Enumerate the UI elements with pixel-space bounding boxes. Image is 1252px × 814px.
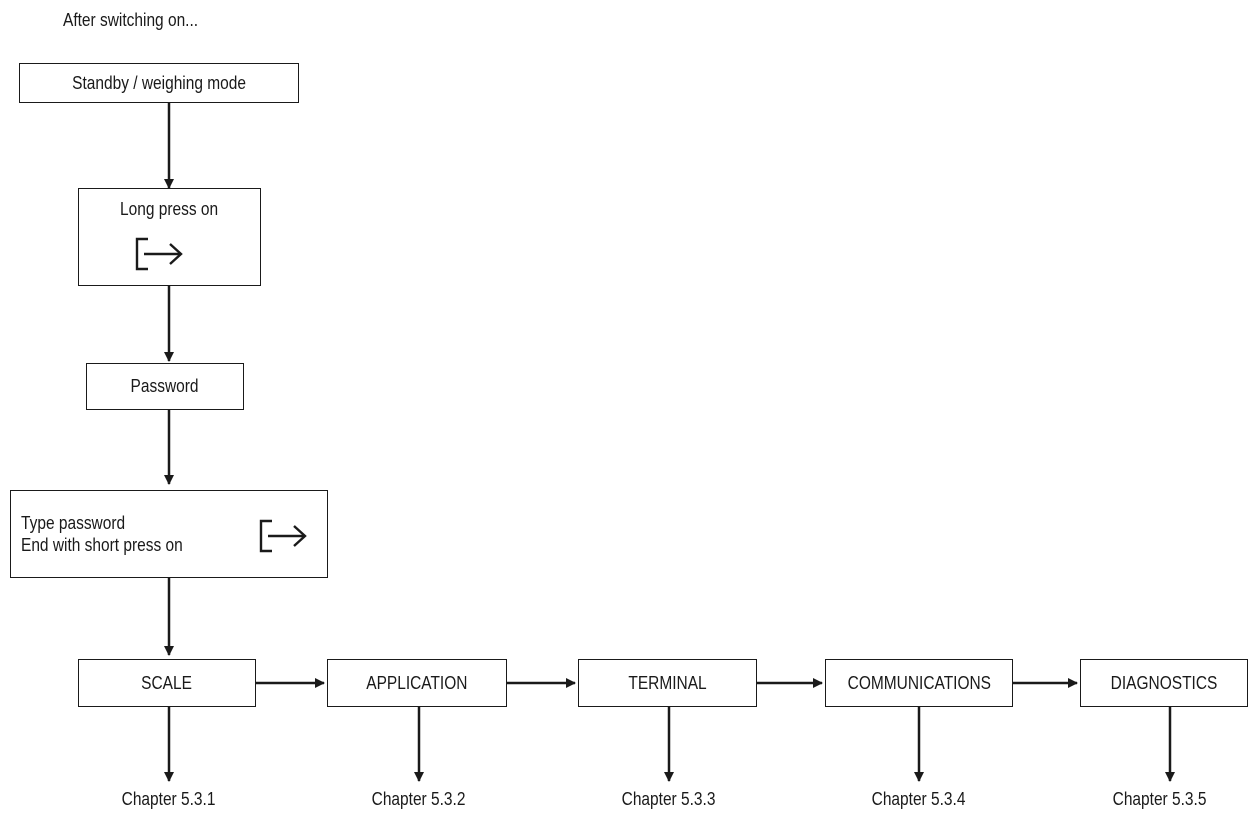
menu-box-scale: SCALE — [78, 659, 256, 707]
menu-label-diagnostics: DIAGNOSTICS — [1110, 672, 1218, 693]
intro-text: After switching on... — [63, 10, 199, 30]
chapter-label-application: Chapter 5.3.2 — [372, 789, 466, 809]
chapter-label-scale: Chapter 5.3.1 — [122, 789, 216, 809]
chapter-label-communications: Chapter 5.3.4 — [872, 789, 966, 809]
type-password-box: Type password End with short press on — [10, 490, 328, 578]
menu-label-terminal: TERMINAL — [628, 672, 707, 693]
long-press-box: Long press on — [78, 188, 261, 286]
chapter-label-terminal: Chapter 5.3.3 — [622, 789, 716, 809]
long-press-label: Long press on — [120, 199, 219, 219]
menu-label-application: APPLICATION — [366, 672, 468, 693]
password-box: Password — [86, 363, 244, 410]
type-password-line2: End with short press on — [21, 535, 183, 555]
menu-label-communications: COMMUNICATIONS — [847, 672, 991, 693]
menu-box-application: APPLICATION — [327, 659, 507, 707]
menu-label-scale: SCALE — [141, 672, 193, 693]
password-label: Password — [131, 376, 199, 396]
type-password-line1: Type password — [21, 513, 126, 533]
enter-arrow-icon — [259, 519, 307, 553]
chapter-label-diagnostics: Chapter 5.3.5 — [1113, 789, 1207, 809]
menu-box-communications: COMMUNICATIONS — [825, 659, 1013, 707]
enter-arrow-icon — [135, 237, 183, 271]
standby-box: Standby / weighing mode — [19, 63, 299, 103]
standby-label: Standby / weighing mode — [72, 72, 246, 93]
menu-box-diagnostics: DIAGNOSTICS — [1080, 659, 1248, 707]
menu-box-terminal: TERMINAL — [578, 659, 757, 707]
